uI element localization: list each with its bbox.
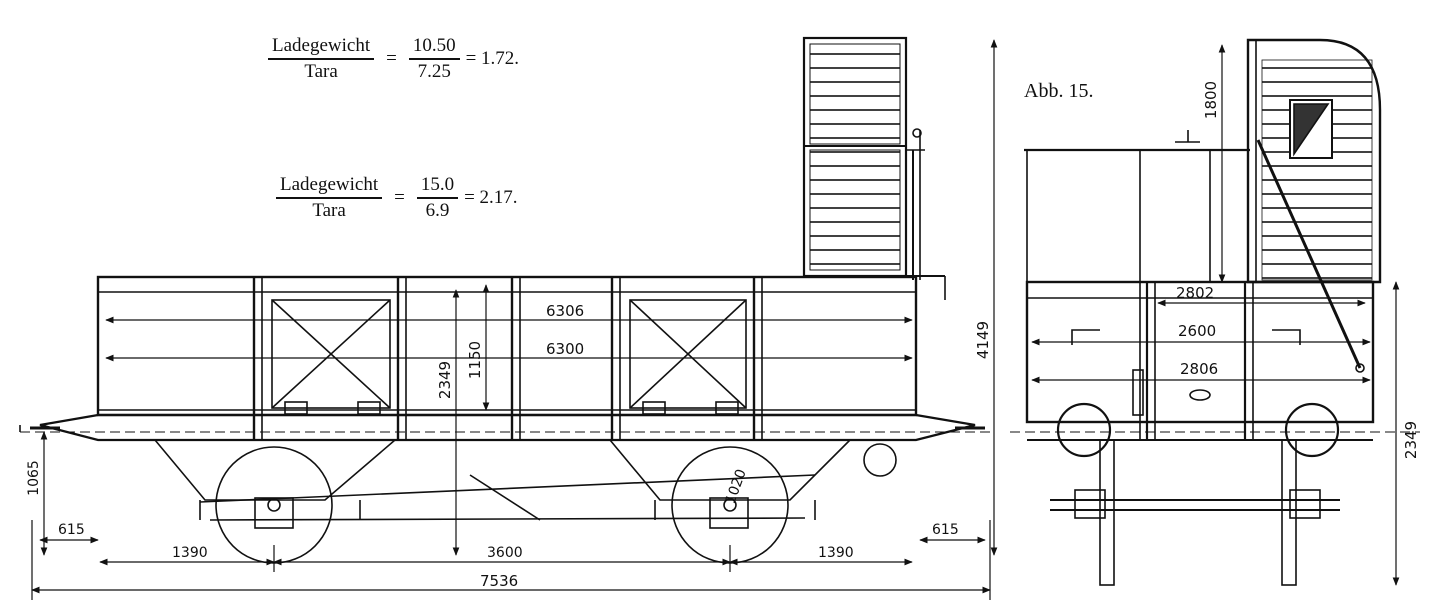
ratio-formula-1: Ladegewicht Tara = 10.50 7.25 = 1.72.: [262, 36, 519, 82]
end-dim-width-top: 2802: [1176, 284, 1214, 302]
formula-numerator-value: 15.0: [416, 175, 459, 199]
formula-denominator-value: 6.9: [425, 199, 450, 221]
formula-denominator-label: Tara: [312, 199, 346, 221]
end-dimensions: [1031, 44, 1400, 586]
formula-numerator-value: 10.50: [408, 36, 460, 60]
dim-inner-length-bottom: 6300: [546, 340, 584, 358]
end-brake-hut: [1246, 38, 1382, 373]
dim-total-height: 2349: [436, 361, 454, 399]
formula-value-fraction: 15.0 6.9: [416, 175, 459, 221]
dim-overhang-right: 615: [932, 522, 959, 538]
dim-support-left: 1390: [172, 545, 208, 561]
end-view: [1010, 38, 1420, 586]
underframe: [19, 413, 985, 529]
figure-label: Abb. 15.: [1024, 80, 1094, 102]
end-buffer-left: [1056, 402, 1112, 458]
end-dim-cabin-height: 1800: [1202, 81, 1220, 119]
dim-support-right: 1390: [818, 545, 854, 561]
formula-result: = 1.72.: [465, 47, 520, 69]
end-wheelset: [1050, 439, 1340, 586]
brake-cabin: [802, 36, 946, 300]
formula-numerator-label: Ladegewicht: [268, 36, 375, 60]
formula-value-fraction: 10.50 7.25: [408, 36, 460, 82]
dim-overhang-left: 615: [58, 522, 85, 538]
side-dimensions: [31, 39, 998, 600]
end-dim-width-mid: 2600: [1178, 322, 1216, 340]
dim-overall-length: 7536: [480, 572, 518, 590]
end-buffer-right: [1284, 402, 1340, 458]
equals-sign: =: [386, 47, 397, 69]
ratio-formula-2: Ladegewicht Tara = 15.0 6.9 = 2.17.: [270, 175, 518, 221]
dim-overall-height: 4149: [974, 321, 992, 359]
side-view: [19, 36, 990, 564]
formula-label-fraction: Ladegewicht Tara: [276, 175, 383, 221]
formula-denominator-value: 7.25: [417, 60, 451, 82]
end-body: [1025, 280, 1375, 441]
formula-numerator-label: Ladegewicht: [276, 175, 383, 199]
formula-denominator-label: Tara: [304, 60, 338, 82]
dim-wall-height: 1150: [466, 341, 484, 379]
end-dim-total-height: 2349: [1402, 421, 1420, 459]
formula-result: = 2.17.: [464, 186, 518, 208]
end-dim-width-low: 2806: [1180, 360, 1218, 378]
equals-sign: =: [394, 186, 405, 208]
dim-buffer-height: 1065: [26, 460, 42, 496]
dim-wheelbase: 3600: [487, 545, 523, 561]
formula-label-fraction: Ladegewicht Tara: [268, 36, 375, 82]
end-railing: [1024, 130, 1250, 440]
dim-inner-length-top: 6306: [546, 302, 584, 320]
